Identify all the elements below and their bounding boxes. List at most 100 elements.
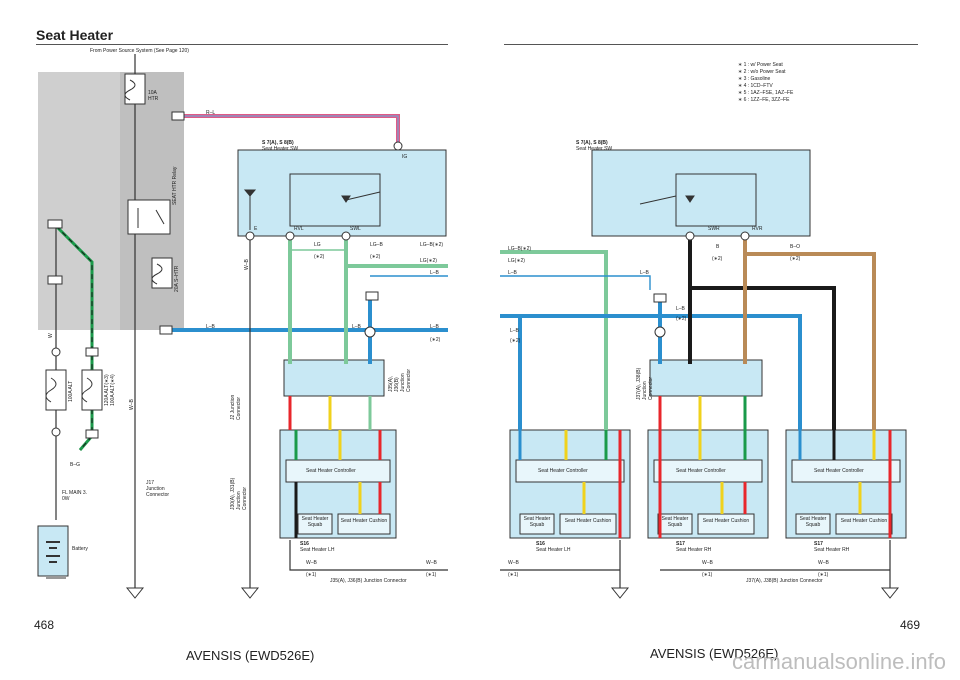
page-number-right: 469	[900, 618, 921, 632]
heater2-title: S17	[676, 541, 685, 547]
heater-internal-4	[798, 430, 892, 538]
wire-label-w-b-4: W–B	[426, 560, 437, 566]
wire-label-lg-2-right: LG(∗2)	[508, 258, 525, 264]
right-switch-name: Seat Heater SW	[576, 146, 613, 152]
wire-label-l-b-right-2: L–B	[640, 270, 649, 276]
fuse-alt1-icon	[45, 369, 67, 411]
wire-label-lg-b-2: LG–B(∗2)	[420, 242, 444, 248]
wire-label-note1-c: (∗1)	[508, 572, 519, 578]
wire-label-l-b-right-1: L–B	[508, 270, 517, 276]
heater1-title: S16	[536, 541, 545, 547]
j30-label: J30(A), J31(B) Junction Connector	[230, 477, 248, 510]
controller-box-3	[653, 459, 763, 483]
wire-label-w-b-right-2: W–B	[702, 560, 713, 566]
wire-label-w-b-2: W–B	[129, 399, 135, 410]
pin-rvr-label: RVR	[752, 226, 763, 232]
cushion-box-2	[559, 513, 617, 535]
heater-lh-name: Seat Heater LH	[300, 547, 335, 553]
wire-label-w-b-1: W–B	[244, 259, 250, 270]
wire-label-note2-f: (∗2)	[712, 256, 723, 262]
title-rule-right	[504, 44, 918, 45]
j35-connector-left	[283, 359, 385, 397]
pin-swl-label: SWL	[350, 226, 361, 232]
squab-box-2	[519, 513, 555, 535]
right-switch-box	[591, 149, 811, 237]
battery-label: Battery	[72, 546, 88, 552]
pin-e-label: E	[254, 226, 258, 232]
heater-internal-3	[658, 430, 747, 538]
heater1-name: Seat Heater LH	[536, 547, 571, 553]
cushion-box-3	[697, 513, 755, 535]
wire-label-note2-a: (∗2)	[430, 337, 441, 343]
wire-lg-b-right	[500, 250, 608, 430]
wire-label-b: B	[716, 244, 720, 250]
wire-label-r-l: R–L	[206, 110, 216, 116]
squab-label-4: Seat Heater Squab	[799, 516, 827, 528]
controller-box-2	[515, 459, 625, 483]
page-title: Seat Heater	[36, 27, 114, 43]
connector-pin-icon	[47, 111, 750, 439]
page-number-left: 468	[34, 618, 55, 632]
wire-label-l-b-2: L–B	[352, 324, 361, 330]
squab-box-3	[657, 513, 693, 535]
j37-connector-right	[649, 359, 763, 397]
note-5: ∗ 5 : 1AZ–FSE, 1AZ–FE	[738, 90, 794, 96]
note-6: ∗ 6 : 1ZZ–FE, 3ZZ–FE	[738, 97, 790, 103]
j2-label: J2 Junction Connector	[230, 394, 242, 420]
fuse-seat-label: 20A S–HTR	[174, 265, 180, 292]
controller-box-4	[791, 459, 901, 483]
fuse-alt1-label: 100A ALT	[68, 380, 74, 402]
wire-l-b-right-top	[500, 275, 651, 290]
wire-w-b-left-h	[289, 540, 448, 571]
relay-label: SEAT HTR Relay	[172, 166, 178, 205]
fl-main-label: FL MAIN 3. 0W	[62, 490, 88, 502]
j17-label: J17 Junction Connector	[146, 480, 170, 498]
controller-label-4: Seat Heater Controller	[814, 468, 864, 474]
wire-label-note1-e: (∗1)	[818, 572, 829, 578]
squab-box-1	[297, 513, 333, 535]
heater3-name: Seat Heater RH	[814, 547, 850, 553]
fuse-seat-icon	[151, 257, 173, 289]
note-1: ∗ 1 : w/ Power Seat	[738, 62, 783, 68]
wire-label-lg-2: LG(∗2)	[420, 258, 437, 264]
controller-box-1	[285, 459, 391, 483]
fuse-htr-icon	[124, 73, 146, 105]
note-3: ∗ 3 : Gasoline	[738, 76, 771, 82]
squab-box-4	[795, 513, 831, 535]
wire-label-note2-e: (∗2)	[510, 338, 521, 344]
power-source-note: From Power Source System (See Page 120)	[90, 48, 189, 54]
wire-label-note2-d: (∗2)	[676, 316, 687, 322]
left-switch-title: S 7(A), S 8(B)	[262, 140, 294, 146]
note-2: ∗ 2 : w/o Power Seat	[738, 69, 786, 75]
pin-rvl-label: RVL	[294, 226, 304, 232]
wire-l-b-right-long	[520, 314, 802, 430]
wire-label-l-b-right-4: L–B	[510, 328, 519, 334]
squab-label-1: Seat Heater Squab	[301, 516, 329, 528]
ground-icon	[46, 577, 900, 599]
wire-label-b-o: B–O	[790, 244, 801, 250]
left-switch-box	[237, 149, 447, 237]
wire-label-w-b-3: W–B	[306, 560, 317, 566]
controller-label-1: Seat Heater Controller	[306, 468, 356, 474]
pin-swr-label: SWR	[708, 226, 720, 232]
j35b-label: J35(A), J36(B) Junction Connector	[330, 578, 407, 584]
heater-lh-title: S16	[300, 541, 309, 547]
cushion-box-4	[835, 513, 893, 535]
relay-icon	[127, 199, 171, 235]
right-switch-title: S 7(A), S 8(B)	[576, 140, 608, 146]
switch-symbol-left	[243, 173, 381, 230]
wire-label-w: W	[48, 333, 54, 338]
fuse-alt2-label: 120A ALT(∗3) 100A ALT(∗4)	[104, 374, 116, 406]
model-left: AVENSIS (EWD526E)	[186, 648, 315, 663]
fuse-htr-label: 10A HTR	[148, 90, 159, 102]
j35-label: J35(A), J36(B) Junction Connector	[388, 368, 412, 392]
wire-label-note2-g: (∗2)	[790, 256, 801, 262]
notes-list: ∗ 1 : w/ Power Seat ∗ 2 : w/o Power Seat…	[738, 62, 793, 104]
cushion-label-2: Seat Heater Cushion	[564, 518, 612, 524]
wire-b-o-right	[743, 236, 876, 430]
battery-icon	[37, 525, 69, 577]
squab-label-2: Seat Heater Squab	[523, 516, 551, 528]
cushion-label-1: Seat Heater Cushion	[340, 518, 388, 524]
fuse-alt2-icon	[81, 369, 103, 411]
squab-label-3: Seat Heater Squab	[661, 516, 689, 528]
